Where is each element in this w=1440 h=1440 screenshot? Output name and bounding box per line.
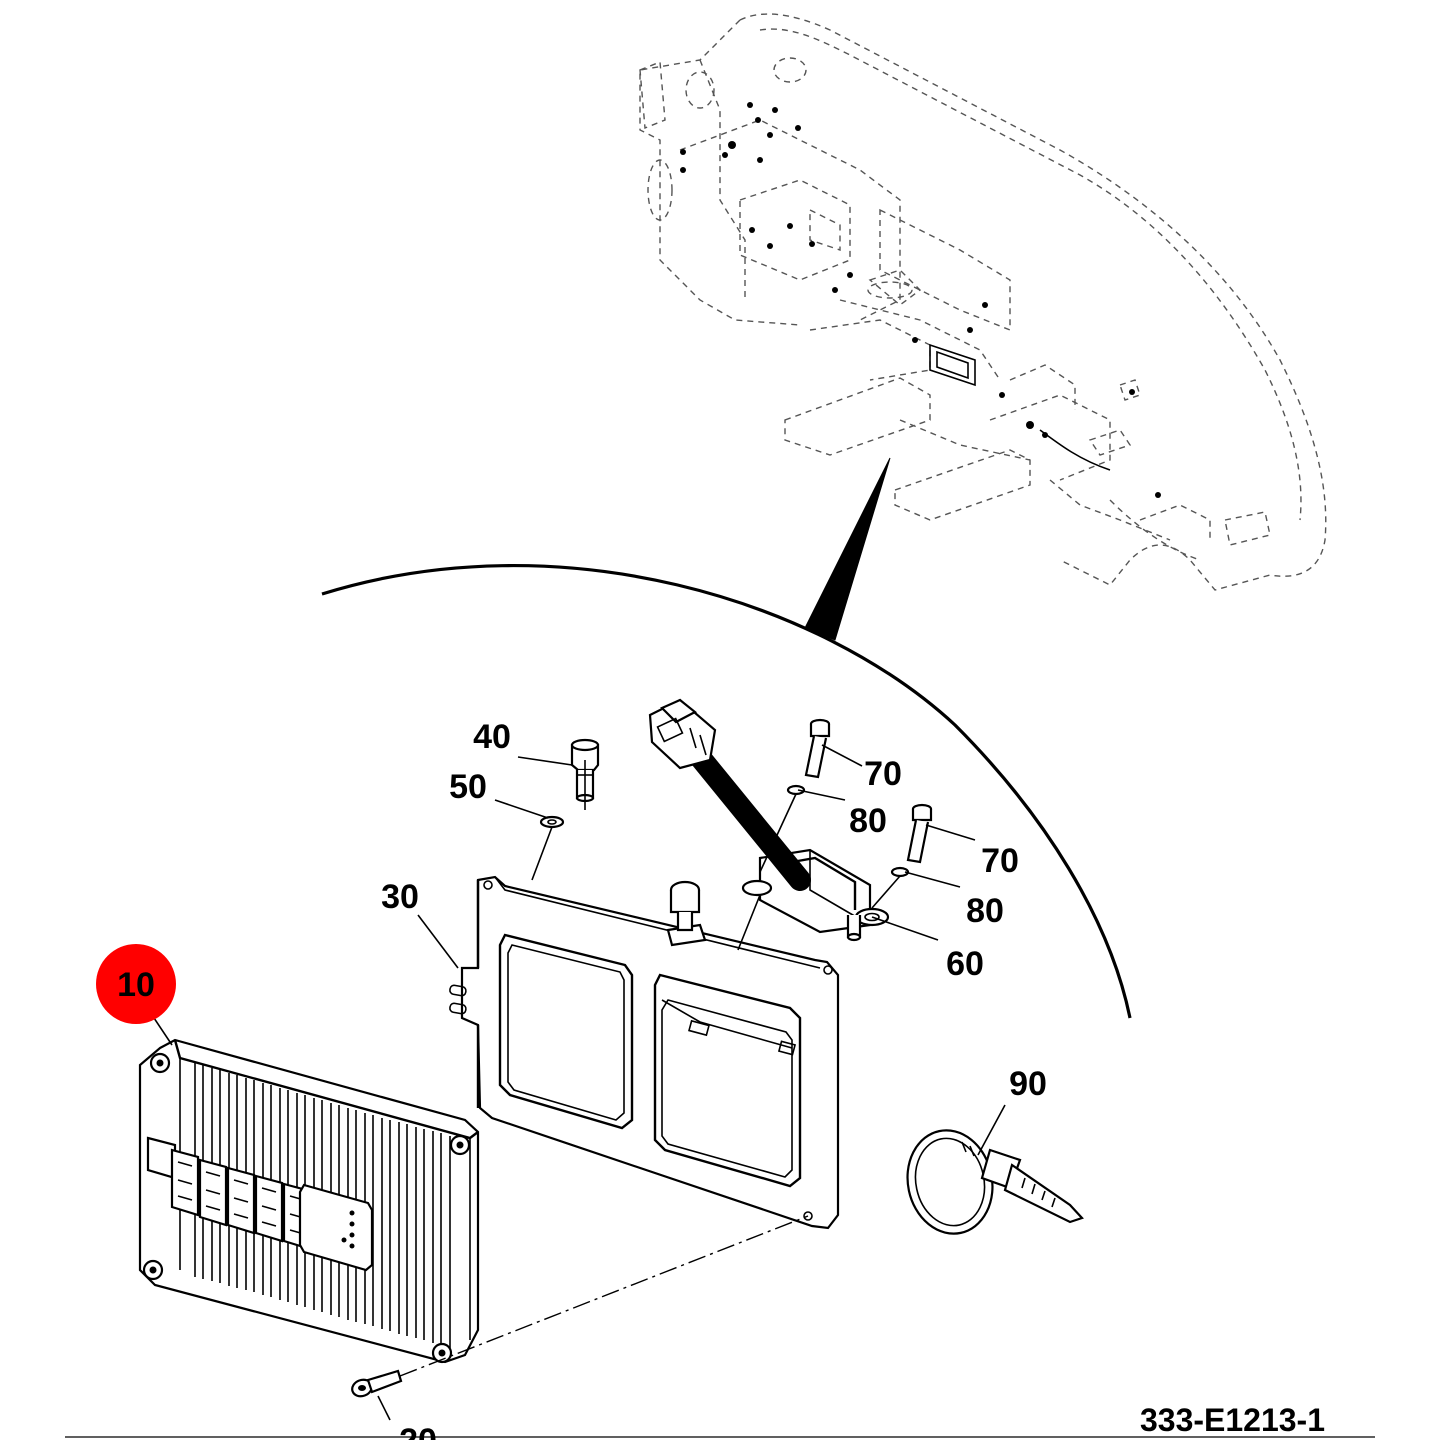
- detail-pointer-wedge: [804, 457, 891, 641]
- callout-80-lower: 80: [966, 892, 1004, 930]
- callout-50: 50: [449, 768, 487, 806]
- callout-20: 20: [399, 1422, 437, 1440]
- bolt-part-70-upper: [804, 718, 831, 779]
- ecu-controller-part-10: [138, 1038, 480, 1364]
- chassis-overview: [639, 13, 1327, 591]
- callout-10: 10: [117, 966, 155, 1004]
- cable-tie-part-90: [906, 1129, 1084, 1235]
- washer-part-50: [539, 815, 565, 829]
- callout-40: 40: [473, 718, 511, 756]
- screw-part-20: [351, 1369, 403, 1398]
- mounting-bracket-part-30: [449, 875, 840, 1230]
- bolt-part-70-lower: [906, 803, 933, 864]
- drawing-number: 333-E1213-1: [1140, 1402, 1325, 1438]
- callout-10-highlight: [96, 944, 176, 1024]
- callouts: 10 20 30 40 50 60 70 70 80 80 90: [96, 718, 1047, 1440]
- callout-70-lower: 70: [981, 842, 1019, 880]
- callout-60: 60: [946, 945, 984, 983]
- callout-80-upper: 80: [849, 802, 887, 840]
- callout-30: 30: [381, 878, 419, 916]
- detail-boundary-arc: [321, 563, 1132, 1019]
- callout-70-upper: 70: [864, 755, 902, 793]
- harness-connector-part-60: [648, 698, 890, 942]
- callout-90: 90: [1009, 1065, 1047, 1103]
